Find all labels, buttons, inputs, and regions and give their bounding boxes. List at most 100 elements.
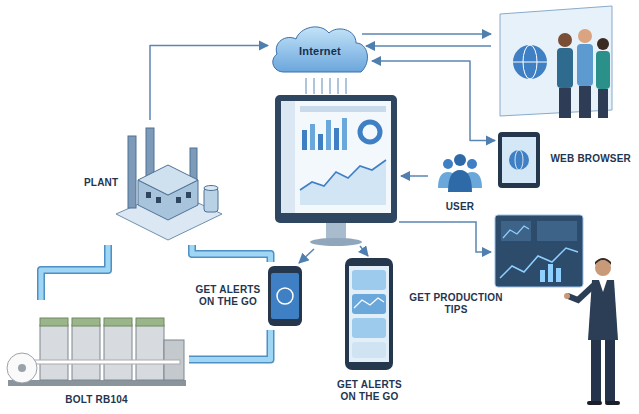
phone [352,294,386,314]
web-panel [597,38,609,50]
presentation [540,270,545,282]
phone [268,266,302,326]
presentation [548,264,553,282]
monitor [318,134,323,150]
user-icon [454,154,466,166]
plant [176,197,181,203]
monitor [281,101,295,213]
node-label: WEB BROWSER [550,153,631,165]
data-bundle [345,78,346,94]
user-node: USER [430,148,490,216]
data-bundle [306,78,346,94]
plant [138,165,198,195]
monitor [360,122,380,142]
web-panel [500,6,612,118]
flow-arrow [362,33,491,35]
monitor [310,238,362,246]
callout-label: GET PRODUCTION TIPS [404,292,508,316]
user-icon [467,159,477,169]
flow-arrow [401,175,428,177]
monitor [300,160,386,205]
flow-arrow [360,246,368,256]
phone [349,266,389,362]
tablet [502,137,536,183]
presentation [595,258,611,265]
monitor [342,118,347,150]
presentation [500,248,578,278]
phone [345,258,393,370]
printing-machine [18,364,26,372]
plant [146,192,151,198]
presentation [605,340,615,402]
node-label: Internet [299,45,341,58]
phone-node: GET ALERTS ON THE GO [190,262,305,330]
plant [204,186,218,191]
tablet [509,150,529,170]
printing-machine [136,318,164,326]
presentation [564,293,570,299]
printing-machine [8,380,186,386]
data-bundle [321,78,322,94]
presentation [503,226,529,238]
web-panel [557,48,573,88]
pipe-outline [189,330,271,359]
printing-machine [7,353,37,383]
plant-node: PLANT [80,120,220,245]
presentation [587,401,602,405]
web-panel [579,86,591,118]
user-icon [438,154,482,192]
web-panel [558,33,572,47]
printing-machine [7,318,186,386]
presentation [568,286,593,300]
monitor [275,95,397,246]
printing-machine [72,325,100,380]
arrow-connector [372,61,495,140]
cloud-node: Internet [268,22,372,74]
pipe-connector [192,245,271,262]
printing-machine [40,325,68,380]
presentation [495,215,583,287]
monitor [310,124,315,150]
flow-arrow [366,45,491,47]
plant [186,192,191,198]
tablet [498,132,540,188]
web-panel [577,44,593,86]
pipe-connector [189,330,271,359]
monitor [281,101,391,213]
presentation [501,221,531,241]
phone-node: GET ALERTS ON THE GO [333,255,406,405]
web-panel [500,6,612,116]
node-label: PLANT [84,177,118,189]
node-label: GET ALERTS ON THE GO [336,379,404,403]
plant [204,188,218,212]
web-panel [578,29,592,43]
cloud-shape [273,27,368,72]
presentation [591,340,601,402]
phone [345,258,393,370]
data-bundle [305,78,306,94]
plant [156,197,161,203]
presentation [556,268,561,282]
web-panel [598,89,608,118]
presentation [605,401,620,405]
user-icon [443,159,453,169]
web-panel [513,45,547,79]
monitor [275,95,397,223]
data-bundle [337,78,338,94]
pipe-outline [192,245,271,262]
phone [271,273,299,319]
monitor [326,223,346,239]
printing-machine [104,325,132,380]
monitor [326,120,331,150]
printing-machine [72,318,100,326]
node-label: USER [446,201,475,213]
browser-node: WEB BROWSER [495,128,635,190]
user-icon [448,170,472,192]
tablet [515,150,523,170]
printing-machine [136,325,164,380]
monitor [334,128,339,150]
flow-arrow [299,249,314,263]
tablet [498,132,540,188]
monitor [300,106,386,112]
phone [268,266,302,326]
